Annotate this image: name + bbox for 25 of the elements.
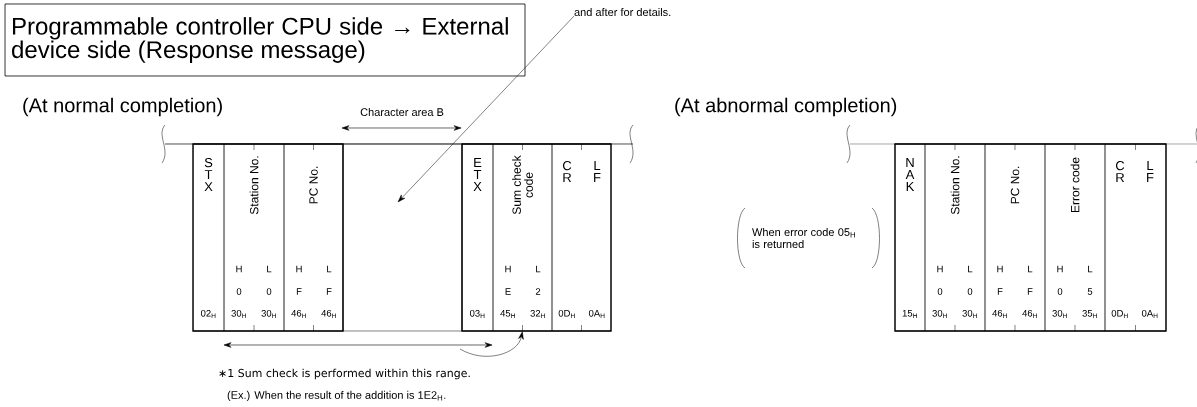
heading: (At normal completion) bbox=[23, 97, 222, 117]
node-label: 15$_{H}$ bbox=[902, 309, 917, 318]
node-label: E T X bbox=[473, 158, 482, 191]
field-cell: Error code H L 0 5 30$_{H}$ 35$_{H}$ bbox=[1044, 143, 1106, 332]
note-text: and after for details. bbox=[574, 7, 671, 17]
node-label: N A K bbox=[905, 158, 915, 191]
bracket-note: When error code 05$_{H}$ is returned bbox=[737, 207, 880, 269]
heading: (At abnormal completion) bbox=[675, 97, 897, 117]
field-cell: Station No. H L 0 0 30$_{H}$ 30$_{H}$ bbox=[924, 143, 986, 332]
field-cell: Sum check code H L E 2 45$_{H}$ 32$_{H}$ bbox=[492, 143, 553, 332]
field-cell: PC No. H L F F 46$_{H}$ 46$_{H}$ bbox=[283, 143, 344, 332]
field-cell: Station No. H L 0 0 30$_{H}$ 30$_{H}$ bbox=[223, 143, 285, 332]
field-cell: C R L F 0D$_{H}$ 0A$_{H}$ bbox=[551, 143, 612, 332]
node-label: 02$_{H}$ bbox=[200, 309, 216, 319]
character-area bbox=[342, 143, 463, 332]
field-cell: C R L F 0D$_{H}$ 0A$_{H}$ bbox=[1104, 143, 1167, 332]
leader-arrow bbox=[397, 15, 575, 203]
field-cell: PC No. H L F F 46$_{H}$ 46$_{H}$ bbox=[984, 143, 1046, 332]
node-label: 03$_{H}$ bbox=[469, 309, 485, 319]
area-label: Character area B bbox=[360, 107, 444, 117]
footnote: ∗1 Sum check is performed within this range. bbox=[219, 368, 470, 380]
title-box: Programmable controller CPU side → External device side (Response message) bbox=[4, 3, 526, 77]
node-label: S T X bbox=[204, 157, 213, 192]
footnote: (Ex.) When the result of the addition is 1E2$_{H}$. bbox=[227, 390, 446, 402]
arrow bbox=[459, 331, 524, 357]
